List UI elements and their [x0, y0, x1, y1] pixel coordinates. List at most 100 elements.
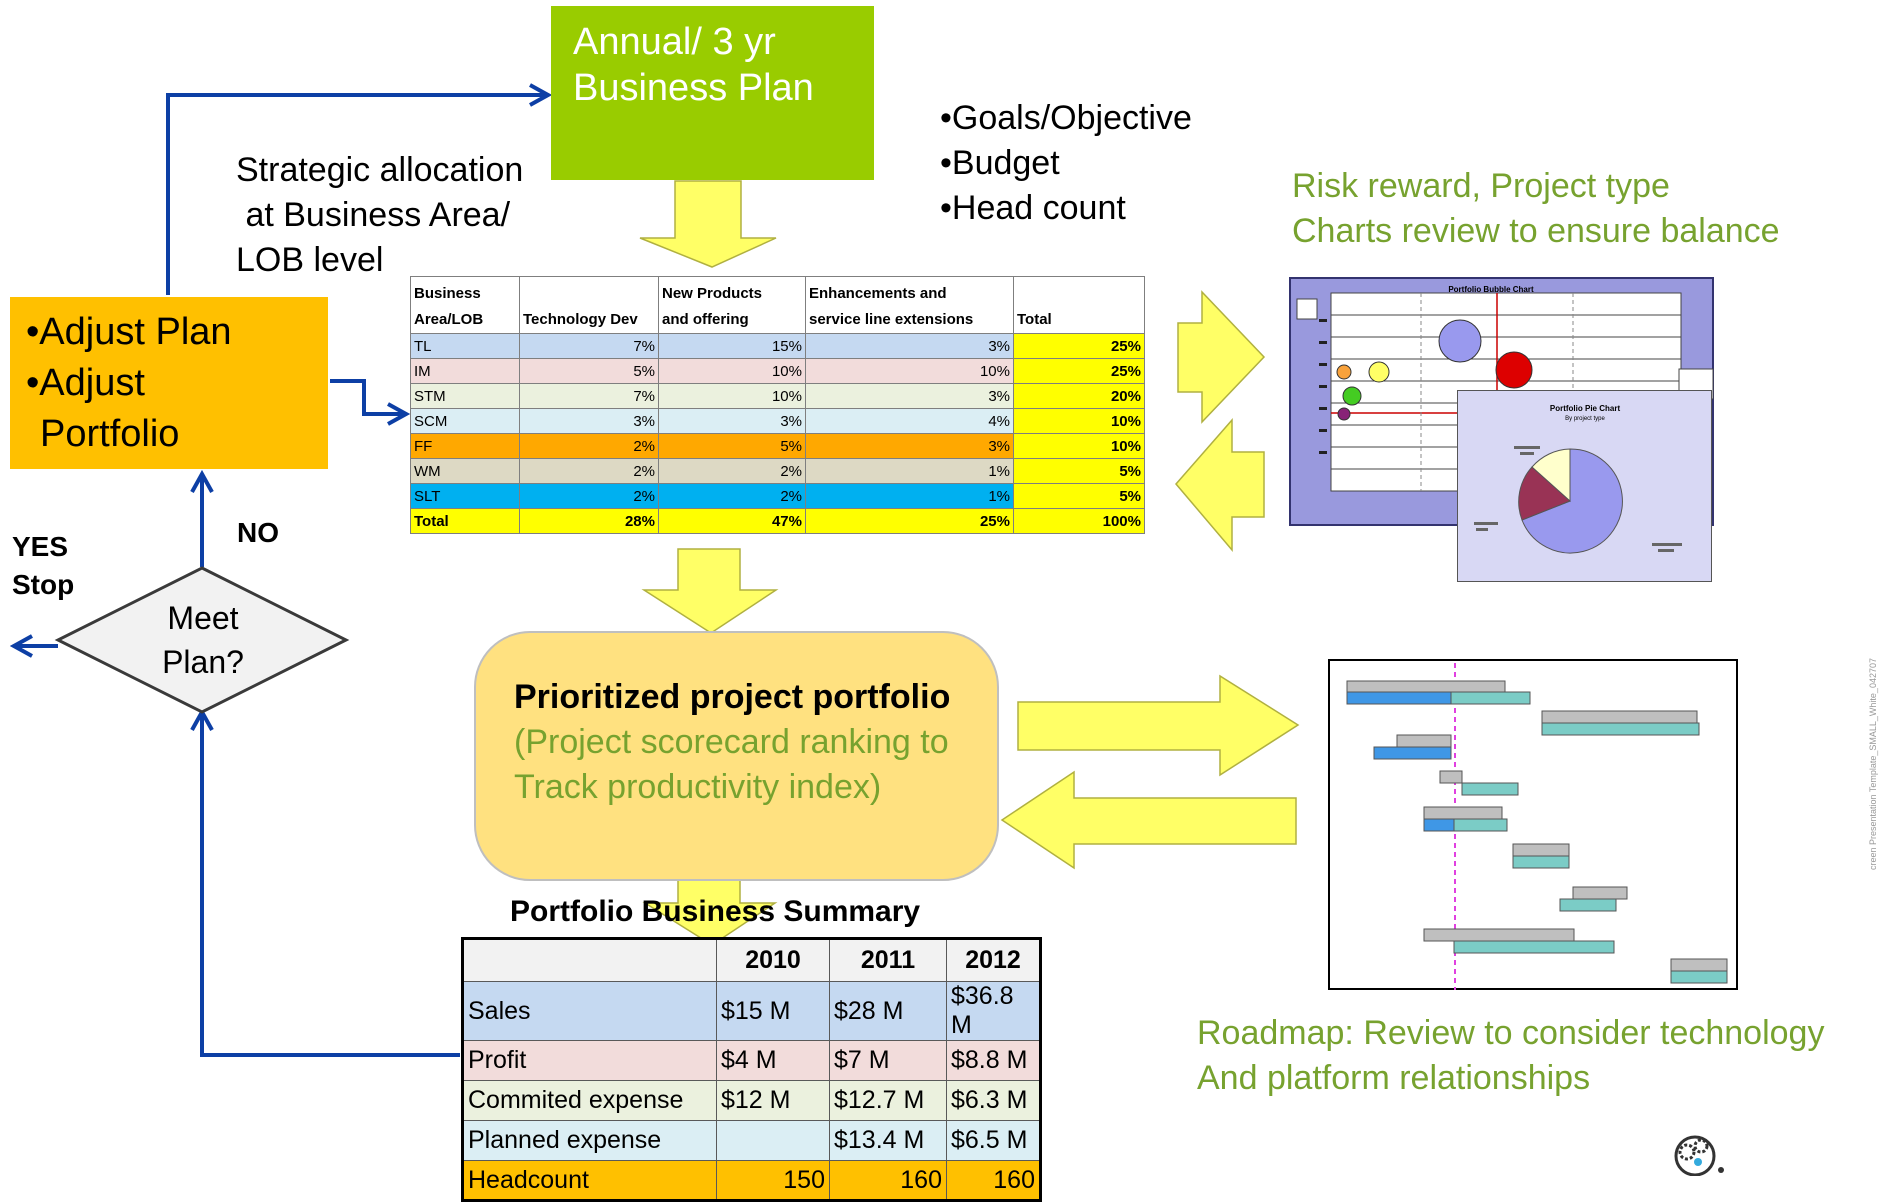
- pie-chart-thumbnail: Portfolio Pie Chart By project type: [1457, 390, 1712, 582]
- pie-chart-drawing: Portfolio Pie Chart By project type: [1474, 404, 1682, 554]
- summary-year-2011: 2011: [829, 938, 947, 982]
- allocation-cell-enh: 1%: [805, 458, 1014, 484]
- summary-cell: 150: [716, 1160, 830, 1201]
- allocation-cell-total: 20%: [1013, 383, 1145, 409]
- summary-row-label: Sales: [462, 981, 717, 1041]
- total-new: 47%: [658, 508, 806, 534]
- adjust-line2: •Adjust: [26, 362, 145, 404]
- allocation-cell-new: 3%: [658, 408, 806, 434]
- adjust-line3: Portfolio: [40, 413, 180, 455]
- allocation-cell-enh: 3%: [805, 333, 1014, 359]
- decision-diamond: [54, 566, 350, 714]
- summary-row: Sales$15 M$28 M$36.8 M: [462, 981, 1041, 1041]
- summary-row-label: Commited expense: [462, 1080, 717, 1121]
- summary-row-label: Profit: [462, 1040, 717, 1081]
- allocation-header-tech: Technology Dev: [519, 276, 659, 334]
- summary-cell: $6.5 M: [946, 1120, 1041, 1161]
- summary-header-row: 2010 2011 2012: [462, 938, 1041, 982]
- roadmap-label: Roadmap: Review to consider technology A…: [1197, 1011, 1824, 1101]
- summary-row: Profit$4 M$7 M$8.8 M: [462, 1040, 1041, 1081]
- summary-cell: $12 M: [716, 1080, 830, 1121]
- gear-logo-icon: [1667, 1130, 1727, 1181]
- pie-slice-enhancements: [1521, 448, 1623, 554]
- plan-bullets: •Goals/Objective •Budget •Head count: [940, 96, 1192, 231]
- prioritized-sub-line1: (Project scorecard ranking to: [514, 723, 949, 761]
- allocation-cell-area: SLT: [410, 483, 520, 509]
- allocation-cell-enh: 3%: [805, 433, 1014, 459]
- stop-label: Stop: [12, 569, 75, 600]
- adjust-line1: •Adjust Plan: [26, 311, 232, 353]
- allocation-cell-new: 2%: [658, 483, 806, 509]
- allocation-cell-tech: 2%: [519, 483, 659, 509]
- loop-arrow-summary-to-decision: [202, 712, 460, 1057]
- gantt-drawing: [1346, 663, 1728, 990]
- summary-cell: $13.4 M: [829, 1120, 947, 1161]
- summary-cell: 160: [946, 1160, 1041, 1201]
- allocation-cell-area: FF: [410, 433, 520, 459]
- summary-cell: $12.7 M: [829, 1080, 947, 1121]
- allocation-header-total: Total: [1013, 276, 1145, 334]
- business-plan-box: Annual/ 3 yr Business Plan: [551, 6, 874, 180]
- allocation-cell-tech: 2%: [519, 458, 659, 484]
- summary-header-blank: [462, 938, 717, 982]
- summary-cell: $6.3 M: [946, 1080, 1041, 1121]
- allocation-cell-tech: 7%: [519, 383, 659, 409]
- pie-chart-title: Portfolio Pie Chart: [1550, 404, 1621, 413]
- allocation-cell-area: IM: [410, 358, 520, 384]
- allocation-cell-total: 25%: [1013, 358, 1145, 384]
- bullet-budget: •Budget: [940, 144, 1060, 182]
- roadmap-line1: Roadmap: Review to consider technology: [1197, 1014, 1825, 1052]
- allocation-cell-enh: 3%: [805, 383, 1014, 409]
- decision-question: Meet Plan?: [150, 596, 256, 684]
- bullet-headcount: •Head count: [940, 189, 1126, 227]
- flow-connectors: [0, 0, 1300, 1057]
- decision-question-line2: Plan?: [162, 644, 244, 680]
- right-arrow-table-to-charts: [1177, 290, 1266, 424]
- allocation-cell-tech: 3%: [519, 408, 659, 434]
- adjust-plan-box: •Adjust Plan •Adjust Portfolio: [10, 297, 328, 469]
- allocation-cell-new: 15%: [658, 333, 806, 359]
- allocation-cell-total: 5%: [1013, 458, 1145, 484]
- summary-title: Portfolio Business Summary: [510, 895, 921, 928]
- allocation-cell-total: 5%: [1013, 483, 1145, 509]
- no-label: NO: [237, 517, 279, 548]
- summary-row: Planned expense$13.4 M$6.5 M: [462, 1120, 1041, 1161]
- allocation-cell-enh: 10%: [805, 358, 1014, 384]
- summary-cell: 160: [829, 1160, 947, 1201]
- prioritized-title: Prioritized project portfolio: [514, 678, 951, 716]
- roadmap-gantt-thumbnail: [1328, 659, 1738, 990]
- arrow-adjust-to-table: [330, 379, 406, 414]
- allocation-cell-total: 10%: [1013, 408, 1145, 434]
- allocation-cell-area: TL: [410, 333, 520, 359]
- risk-reward-line1: Risk reward, Project type: [1292, 167, 1670, 205]
- allocation-cell-new: 2%: [658, 458, 806, 484]
- pie-slice-tech-dev: [1518, 466, 1571, 521]
- allocation-cell-new: 10%: [658, 358, 806, 384]
- bullet-goals: •Goals/Objective: [940, 99, 1192, 137]
- prioritized-portfolio-box: Prioritized project portfolio (Project s…: [474, 631, 999, 881]
- total-total: 100%: [1013, 508, 1145, 534]
- risk-reward-label: Risk reward, Project type Charts review …: [1292, 164, 1780, 254]
- total-tech: 28%: [519, 508, 659, 534]
- allocation-cell-total: 25%: [1013, 333, 1145, 359]
- strategic-line1: Strategic allocation: [236, 151, 524, 189]
- summary-row: Commited expense$12 M$12.7 M$6.3 M: [462, 1080, 1041, 1121]
- summary-cell: [716, 1120, 830, 1161]
- allocation-total-row: Total 28% 47% 25% 100%: [410, 508, 1145, 534]
- allocation-cell-new: 5%: [658, 433, 806, 459]
- summary-cell: $15 M: [716, 981, 830, 1041]
- allocation-cell-area: SCM: [410, 408, 520, 434]
- prioritized-sub-line2: Track productivity index): [514, 768, 882, 806]
- summary-cell: $36.8 M: [946, 981, 1041, 1041]
- allocation-cell-tech: 2%: [519, 433, 659, 459]
- side-template-mark: creen Presentation Template_SMALL_White_…: [1868, 658, 1878, 870]
